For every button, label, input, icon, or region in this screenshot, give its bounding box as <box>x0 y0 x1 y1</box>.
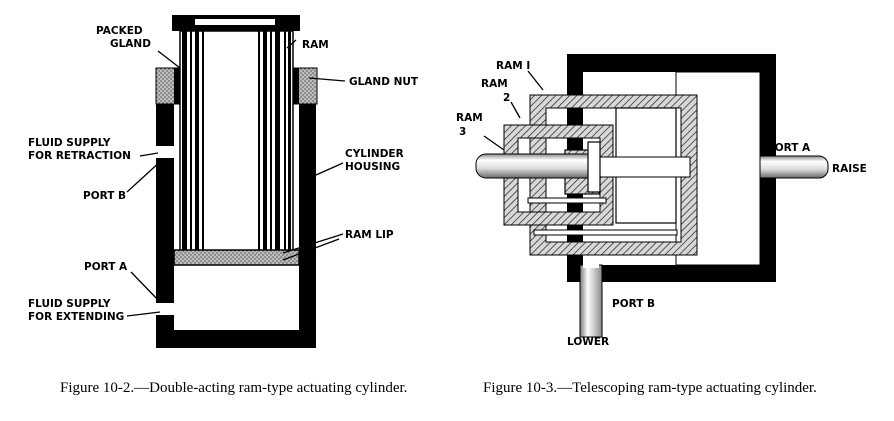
central-passage <box>599 156 691 178</box>
ram-head-cap-highlight <box>195 19 275 25</box>
label-fluid-supply-retraction: FLUID SUPPLY <box>28 137 111 149</box>
port-b-opening-right <box>583 258 599 268</box>
ram-3-rod <box>475 153 599 179</box>
label-port-b-right: PORT B <box>612 298 655 310</box>
ram-1-bore-line <box>533 229 678 236</box>
port-b-pipe <box>579 264 603 338</box>
caption-figure-10-3: Figure 10-3.—Telescoping ram-type actuat… <box>483 380 817 396</box>
label-ram-lip: RAM LIP <box>345 229 394 241</box>
label-ram-2: RAM <box>481 78 508 90</box>
label-port-a-right: PORT A <box>767 142 811 154</box>
ram-3-collar <box>587 141 601 193</box>
label-cylinder-housing-line2: HOUSING <box>345 161 400 173</box>
label-fluid-supply-extending-line2: FOR EXTENDING <box>28 311 124 323</box>
label-port-a: PORT A <box>84 261 128 273</box>
packed-gland-right <box>293 68 299 104</box>
telescoping-cylinder-diagram: RAM I RAM 2 RAM 3 PORT A RAISE PORT B LO… <box>456 54 867 348</box>
label-lower: LOWER <box>567 336 609 348</box>
label-ram-2-number: 2 <box>503 92 510 104</box>
housing-right-wall <box>299 88 316 348</box>
label-fluid-supply-extending: FLUID SUPPLY <box>28 298 111 310</box>
ram-2-shell <box>503 124 614 226</box>
packed-gland-left <box>174 68 180 104</box>
ram-shading-lines <box>182 31 291 263</box>
ram-2-bore-line <box>527 197 607 204</box>
port-b-opening <box>150 146 178 158</box>
left-leader-lines <box>126 39 346 317</box>
label-raise: RAISE <box>832 163 867 175</box>
double-acting-cylinder-diagram: PACKED GLAND RAM GLAND NUT FLUID SUPPLY … <box>28 15 419 348</box>
label-ram-3: RAM <box>456 112 483 124</box>
label-packed-gland-line2: GLAND <box>110 38 151 50</box>
ram-lip <box>173 249 300 266</box>
label-packed-gland: PACKED <box>96 25 143 37</box>
housing-bottom-wall <box>156 330 316 348</box>
label-cylinder-housing: CYLINDER <box>345 148 404 160</box>
right-leader-lines <box>483 70 544 151</box>
label-ram-1: RAM I <box>496 60 530 72</box>
label-fluid-supply-retraction-line2: FOR RETRACTION <box>28 150 131 162</box>
caption-figure-10-2: Figure 10-2.—Double-acting ram-type actu… <box>60 380 408 396</box>
label-port-b: PORT B <box>83 190 126 202</box>
label-ram-3-number: 3 <box>459 126 466 138</box>
label-gland-nut: GLAND NUT <box>349 76 419 88</box>
label-ram: RAM <box>302 39 329 51</box>
